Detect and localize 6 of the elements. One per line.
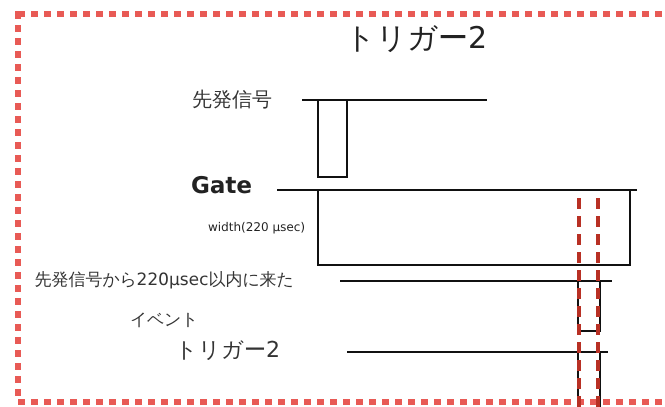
gate-width-note: width(220 μsec) [208,221,305,235]
signal-name: 先発信号から220μsec以内に来たイベント [34,269,294,332]
signal-name: 先発信号 [192,88,272,111]
signal-name: Gate [191,173,252,200]
signal-name: トリガー2 [175,338,280,364]
diagram-title: トリガー2 [345,22,488,56]
